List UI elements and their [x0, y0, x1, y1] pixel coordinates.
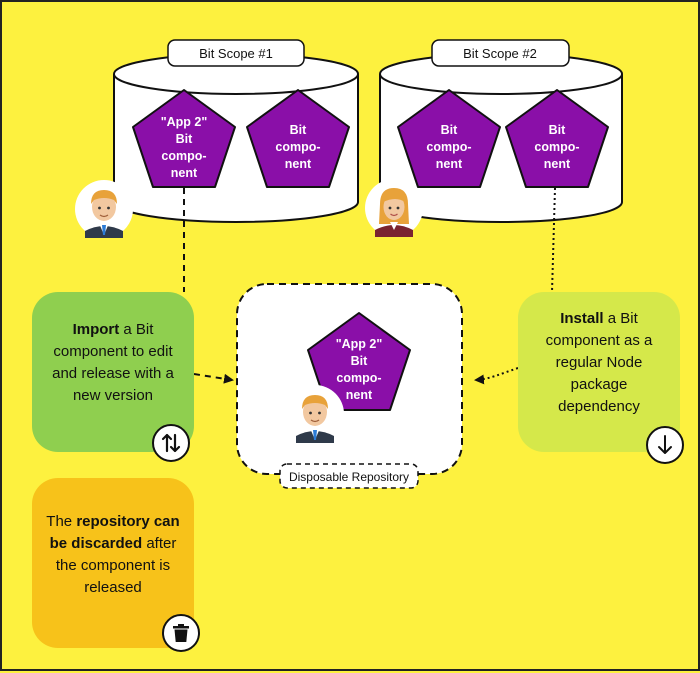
discard-pre: The [46, 513, 77, 530]
import-arrow [193, 373, 234, 384]
svg-text:Disposable Repository: Disposable Repository [289, 470, 409, 484]
install-keyword: Install [560, 310, 604, 327]
repository-label: Disposable Repository [279, 463, 419, 489]
import-description: a Bit component to edit and release with… [52, 321, 174, 404]
trash-icon [162, 614, 200, 652]
install-info-box: Install a Bit component as a regular Nod… [518, 292, 680, 452]
discard-keyword: repository can be discarded [49, 513, 180, 552]
install-arrow [474, 367, 519, 385]
install-connector-line [551, 187, 556, 293]
arrows-up-down-icon [152, 424, 190, 462]
repository-developer-avatar [286, 385, 344, 443]
male-developer-avatar [75, 180, 133, 238]
svg-text:Bit Scope #1: Bit Scope #1 [199, 46, 273, 61]
svg-text:Bit Scope #2: Bit Scope #2 [463, 46, 537, 61]
scope-1-label: Bit Scope #1 [167, 39, 305, 67]
import-keyword: Import [72, 321, 120, 338]
female-developer-avatar [365, 179, 423, 237]
arrow-down-icon [646, 426, 684, 464]
discard-info-box: The repository can be discarded after th… [32, 478, 194, 648]
discard-description: after the component is released [55, 535, 177, 596]
install-description: a Bit component as a regular Node packag… [545, 310, 653, 415]
scope-2-label: Bit Scope #2 [431, 39, 570, 67]
